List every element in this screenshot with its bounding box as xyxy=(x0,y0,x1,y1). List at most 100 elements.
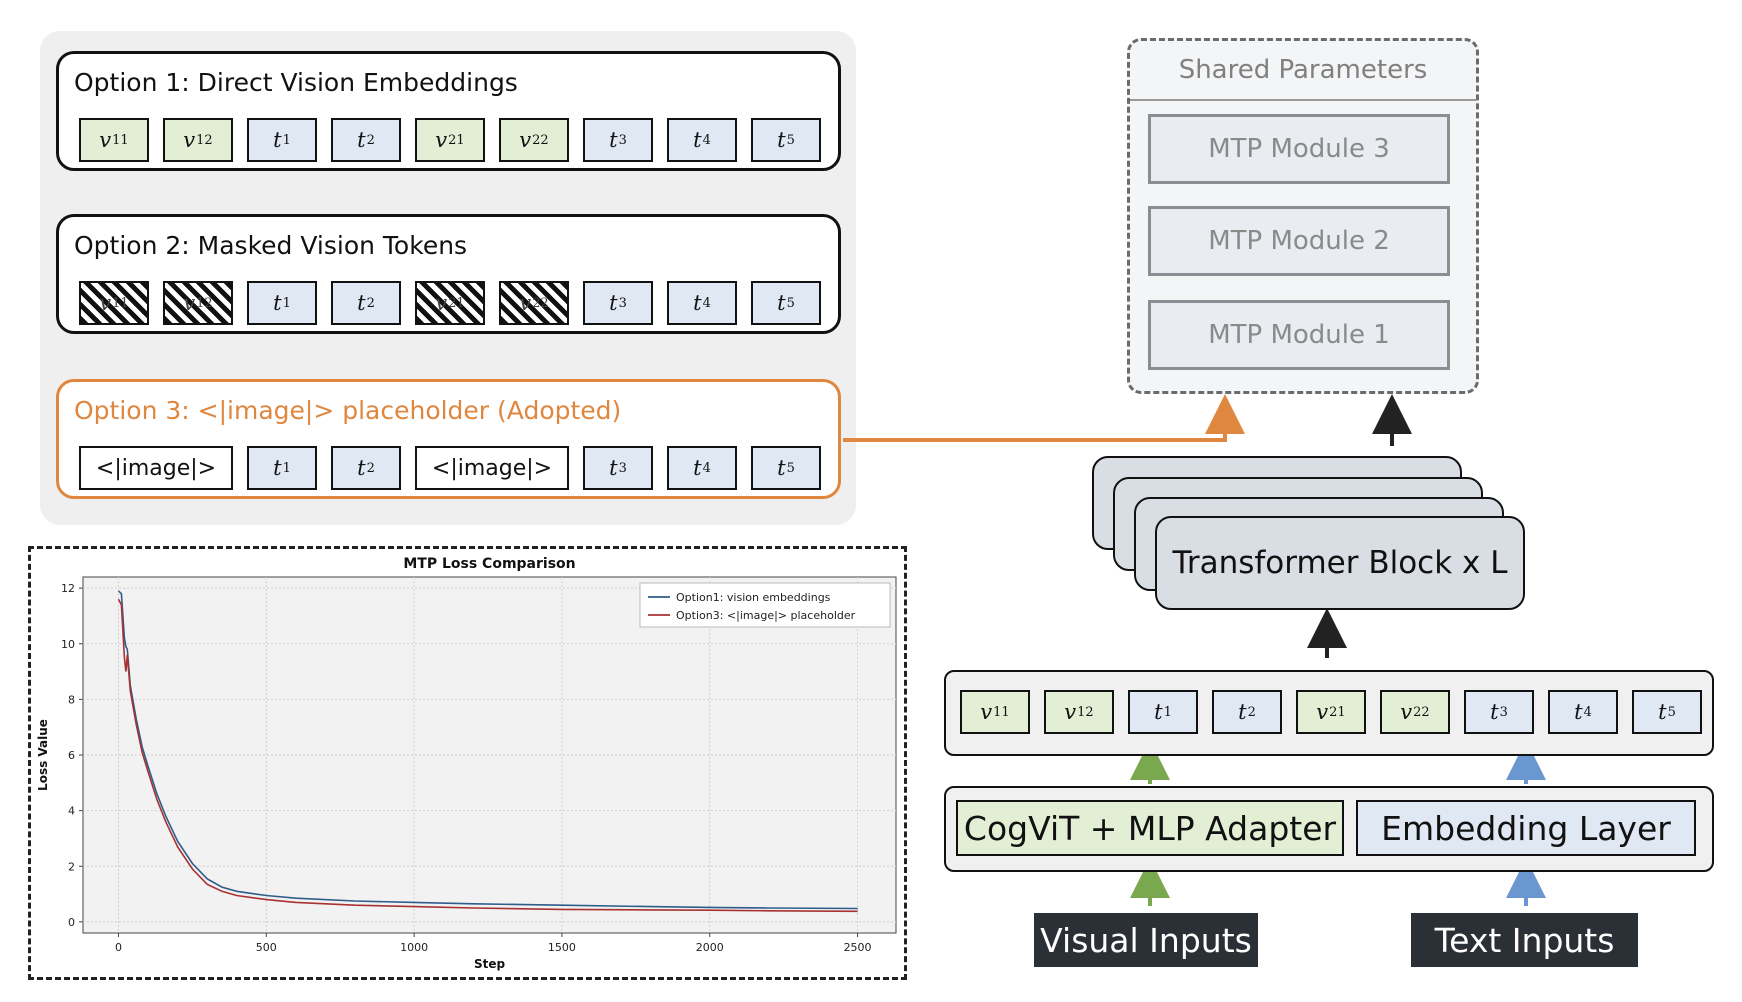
option-2-title: Option 2: Masked Vision Tokens xyxy=(74,231,468,260)
token-base: t xyxy=(777,128,786,152)
token-base: t xyxy=(777,456,786,480)
y-axis-label: Loss Value xyxy=(36,719,50,791)
token-base: t xyxy=(609,291,618,315)
token-base: v xyxy=(99,291,112,315)
token-base: v xyxy=(519,291,532,315)
token-subscript: 2 xyxy=(1247,704,1256,720)
token-subscript: 21 xyxy=(448,295,465,311)
token-base: t xyxy=(357,291,366,315)
token-base: t xyxy=(777,291,786,315)
text-inputs-label: Text Inputs xyxy=(1411,913,1638,967)
option-3-title: Option 3: <|image|> placeholder (Adopted… xyxy=(74,396,622,425)
token-base: t xyxy=(1574,700,1583,724)
token-base: <|image|> xyxy=(95,455,217,481)
y-tick-label: 10 xyxy=(61,638,75,651)
image-placeholder-token: <|image|> xyxy=(415,446,569,490)
token-subscript: 1 xyxy=(282,295,291,311)
token-subscript: 4 xyxy=(702,295,711,311)
legend-label-2: Option3: <|image|> placeholder xyxy=(676,609,856,622)
series-line-2 xyxy=(117,598,858,913)
image-placeholder-token: <|image|> xyxy=(79,446,233,490)
token-subscript: 4 xyxy=(702,460,711,476)
vision-encoder: CogViT + MLP Adapter xyxy=(956,800,1344,856)
x-tick-label: 0 xyxy=(115,941,122,954)
y-tick-label: 0 xyxy=(68,916,75,929)
token-subscript: 3 xyxy=(618,295,627,311)
token-base: t xyxy=(273,456,282,480)
token-base: t xyxy=(273,291,282,315)
token-base: v xyxy=(99,128,112,152)
y-tick-label: 2 xyxy=(68,860,75,873)
token-subscript: 12 xyxy=(196,132,213,148)
token-base: t xyxy=(273,128,282,152)
embedding-layer: Embedding Layer xyxy=(1356,800,1696,856)
token-subscript: 4 xyxy=(1583,704,1592,720)
transformer-block: Transformer Block x L xyxy=(1155,516,1525,610)
option-3-box: Option 3: <|image|> placeholder (Adopted… xyxy=(56,379,841,499)
token-base: t xyxy=(357,128,366,152)
token-subscript: 21 xyxy=(1329,704,1346,720)
token-base: t xyxy=(609,128,618,152)
token-subscript: 12 xyxy=(196,295,213,311)
token-base: v xyxy=(980,700,993,724)
token-subscript: 11 xyxy=(112,295,129,311)
token-base: v xyxy=(1064,700,1077,724)
token-subscript: 22 xyxy=(532,132,549,148)
y-tick-label: 4 xyxy=(68,805,75,818)
token-subscript: 4 xyxy=(702,132,711,148)
token-base: <|image|> xyxy=(431,455,553,481)
token-subscript: 2 xyxy=(366,460,375,476)
token-base: t xyxy=(693,456,702,480)
token-subscript: 5 xyxy=(786,460,795,476)
token-base: t xyxy=(693,291,702,315)
token-subscript: 1 xyxy=(1163,704,1172,720)
token-subscript: 3 xyxy=(618,132,627,148)
token-subscript: 5 xyxy=(786,295,795,311)
token-subscript: 2 xyxy=(366,295,375,311)
x-tick-label: 1000 xyxy=(400,941,428,954)
token-subscript: 22 xyxy=(1413,704,1430,720)
token-base: v xyxy=(519,128,532,152)
token-subscript: 5 xyxy=(1667,704,1676,720)
token-subscript: 22 xyxy=(532,295,549,311)
token-base: v xyxy=(435,128,448,152)
token-base: t xyxy=(1490,700,1499,724)
token-base: v xyxy=(1400,700,1413,724)
token-base: v xyxy=(1316,700,1329,724)
token-subscript: 3 xyxy=(618,460,627,476)
chart-title: MTP Loss Comparison xyxy=(403,556,575,572)
x-tick-label: 2000 xyxy=(696,941,724,954)
